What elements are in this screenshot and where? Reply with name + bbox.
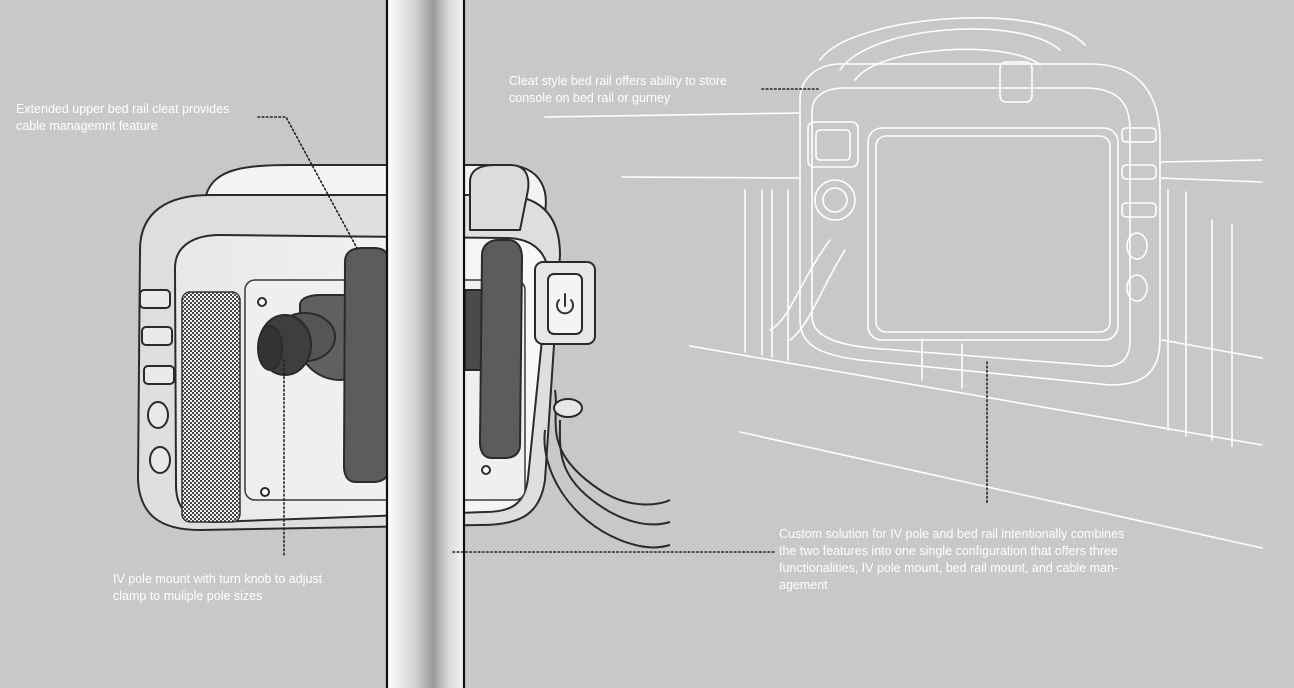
sketch-port-1 — [1122, 128, 1156, 142]
sketch-knob — [815, 180, 855, 220]
annotation-upper-cleat: Extended upper bed rail cleat provides c… — [16, 101, 229, 135]
annotation-custom-solution-line-4: agement — [779, 577, 1124, 594]
bed-rail-frame-lower — [690, 346, 1262, 445]
bed-rail-frame-upper — [622, 177, 800, 178]
side-port-1 — [140, 290, 170, 308]
bed-rail-top-line-right — [1160, 160, 1262, 162]
sketch-port-3 — [1122, 203, 1156, 217]
annotation-bed-rail-storage: Cleat style bed rail offers ability to s… — [509, 73, 727, 107]
annotation-bed-rail-storage-line-2: console on bed rail or gurney — [509, 90, 727, 107]
sketch-port-2 — [1122, 165, 1156, 179]
annotation-custom-solution-line-2: the two features into one single configu… — [779, 543, 1124, 560]
annotation-custom-solution-line-3: functionalities, IV pole mount, bed rail… — [779, 560, 1124, 577]
annotation-iv-pole-mount-line-1: IV pole mount with turn knob to adjust — [113, 571, 322, 588]
sketch-screen — [868, 128, 1118, 340]
annotation-bed-rail-storage-line-1: Cleat style bed rail offers ability to s… — [509, 73, 727, 90]
iv-pole — [387, 0, 464, 688]
side-button-2 — [150, 447, 170, 473]
side-port-2 — [142, 327, 172, 345]
upper-cleat — [344, 248, 390, 482]
speaker-grille — [182, 292, 240, 522]
annotation-iv-pole-mount-line-2: clamp to muliple pole sizes — [113, 588, 322, 605]
side-button-1 — [148, 402, 168, 428]
sketch-cleat — [1000, 62, 1032, 102]
side-port-3 — [144, 366, 174, 384]
right-cleat — [480, 240, 522, 458]
annotation-custom-solution: Custom solution for IV pole and bed rail… — [779, 526, 1124, 594]
annotation-upper-cleat-line-1: Extended upper bed rail cleat provides — [16, 101, 229, 118]
annotation-upper-cleat-line-2: cable managemnt feature — [16, 118, 229, 135]
annotation-custom-solution-line-1: Custom solution for IV pole and bed rail… — [779, 526, 1124, 543]
sketch-console-body — [800, 64, 1160, 385]
annotation-iv-pole-mount: IV pole mount with turn knob to adjust c… — [113, 571, 322, 605]
bed-rail-top-line — [545, 113, 800, 117]
